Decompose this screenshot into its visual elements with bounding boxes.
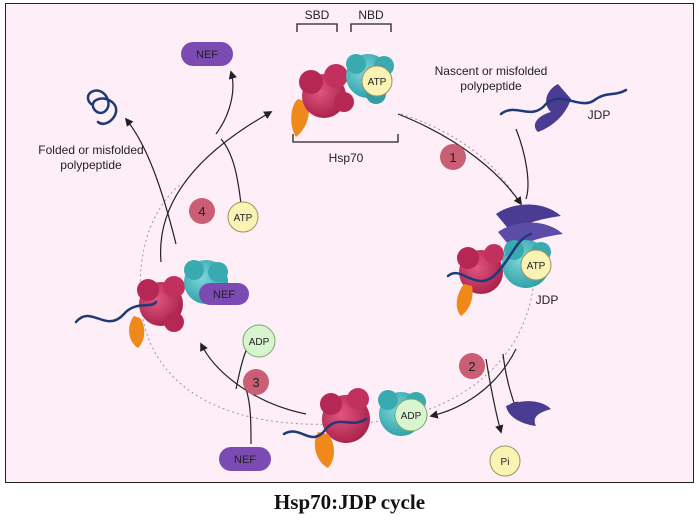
nbd-bracket	[350, 23, 392, 32]
svg-text:1: 1	[449, 150, 456, 165]
arrow-folded-out	[124, 117, 177, 245]
jdp-free-top	[534, 84, 571, 132]
polypeptide-jdp-bound	[446, 232, 533, 283]
svg-text:ADP: ADP	[249, 337, 270, 348]
arrow-step3	[200, 342, 307, 415]
diagram-figure: NEF NEF NEF ATP ATP ATP ADP ADP Pi 1 2	[5, 3, 694, 483]
figure-caption: Hsp70:JDP cycle	[273, 490, 426, 514]
svg-text:4: 4	[198, 204, 205, 219]
atp-badge-top: ATP	[361, 65, 393, 97]
arrow-pi-out	[485, 358, 504, 434]
cycle-diagram: NEF NEF NEF ATP ATP ATP ADP ADP Pi 1 2	[38, 8, 628, 477]
atp-badge-right: ATP	[520, 249, 552, 281]
nef-pill-top: NEF	[181, 42, 233, 66]
jdp-label-right: JDP	[536, 293, 559, 307]
polypeptide-adp-bound	[282, 417, 368, 439]
arrow-nef-out	[215, 70, 237, 135]
sbd-label: SBD	[305, 8, 330, 22]
svg-text:2: 2	[468, 359, 475, 374]
svg-text:3: 3	[252, 375, 259, 390]
svg-text:ADP: ADP	[401, 411, 422, 422]
svg-text:NEF: NEF	[213, 289, 235, 301]
arrow-atp-in	[220, 138, 242, 205]
lid-shape	[291, 99, 309, 137]
hsp70-bracket	[292, 134, 399, 143]
step-3: 3	[243, 369, 269, 395]
polypeptide-nef-bound	[74, 300, 158, 324]
arrow-step1	[397, 113, 522, 206]
step-1: 1	[440, 144, 466, 170]
folded-label-line1: Folded or misfolded	[38, 143, 143, 157]
svg-text:ATP: ATP	[527, 261, 546, 272]
svg-text:NEF: NEF	[234, 454, 256, 466]
jdp-label-top: JDP	[588, 108, 611, 122]
substrate-label-line1: Nascent or misfolded	[435, 64, 548, 78]
svg-text:ATP: ATP	[234, 213, 253, 224]
pi-badge: Pi	[489, 445, 521, 477]
polypeptide-folded	[86, 89, 118, 125]
adp-badge-bottom: ADP	[394, 398, 428, 432]
substrate-label-line2: polypeptide	[460, 79, 522, 93]
svg-text:Pi: Pi	[501, 457, 510, 468]
step-2: 2	[459, 353, 485, 379]
sbd-bracket	[296, 23, 338, 32]
polypeptide-incoming	[499, 88, 628, 116]
nbd-label: NBD	[358, 8, 384, 22]
nef-pill-bottom: NEF	[219, 447, 271, 471]
atp-badge-step4: ATP	[227, 201, 259, 233]
arrow-step2	[429, 348, 517, 419]
svg-text:NEF: NEF	[196, 49, 218, 61]
arrow-substrate-in	[515, 128, 529, 200]
jdp-released	[506, 401, 551, 426]
hsp70-label: Hsp70	[329, 151, 364, 165]
arrow-nef-in	[245, 388, 252, 445]
arrow-step4	[159, 111, 273, 263]
folded-label-line2: polypeptide	[60, 158, 122, 172]
arrow-jdp-out	[502, 353, 518, 411]
nef-pill-left: NEF	[199, 283, 249, 305]
adp-badge-left: ADP	[242, 324, 276, 358]
svg-text:ATP: ATP	[368, 77, 387, 88]
step-4: 4	[189, 198, 215, 224]
